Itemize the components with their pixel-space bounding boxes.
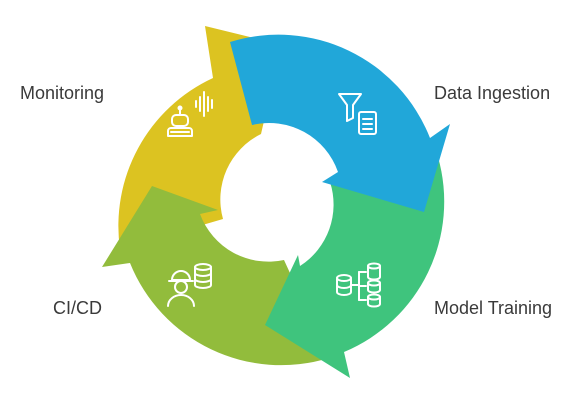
cicd-label: CI/CD: [53, 298, 102, 318]
robot-audio-wave-icon: [167, 91, 213, 137]
model-training-label: Model Training: [434, 298, 553, 318]
filter-document-icon: [338, 93, 377, 135]
engineer-database-icon: [167, 263, 212, 307]
data-ingestion-arrow: [230, 34, 450, 212]
monitoring-label: Monitoring: [20, 83, 105, 103]
model-training-arrow: [265, 157, 445, 378]
data-ingestion-label: Data Ingestion: [434, 83, 551, 103]
database-hierarchy-icon: [336, 262, 381, 308]
